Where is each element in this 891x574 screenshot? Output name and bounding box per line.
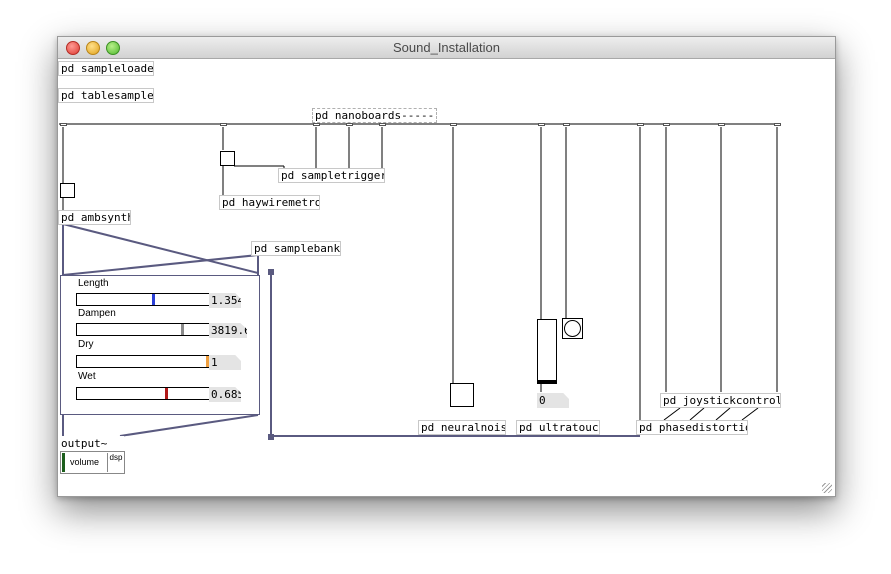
subpatch-samplebanks[interactable]: pd samplebanks [251, 241, 341, 256]
subpatch-sampletriggers[interactable]: pd sampletriggers [278, 168, 385, 183]
dsp-toggle[interactable]: dsp [108, 453, 124, 465]
ultratouch-vslider[interactable] [537, 319, 557, 384]
subpatch-sampleloader[interactable]: pd sampleloader [58, 61, 154, 76]
volume-label: volume [69, 457, 99, 467]
subpatch-haywiremetros[interactable]: pd haywiremetros [219, 195, 320, 210]
bus-outlet[interactable] [538, 123, 545, 126]
minimize-window-icon[interactable] [86, 41, 100, 55]
dry-number[interactable]: 1 [209, 355, 241, 370]
window-title: Sound_Installation [393, 40, 500, 55]
ultratouch-number[interactable]: 0 [537, 393, 569, 408]
bus-outlet[interactable] [379, 123, 386, 126]
bus-outlet[interactable] [346, 123, 353, 126]
bus-outlet[interactable] [718, 123, 725, 126]
length-slider-knob[interactable] [152, 294, 155, 305]
dampen-label: Dampen [78, 308, 116, 319]
wet-label: Wet [78, 371, 96, 382]
subpatch-neuralnoise[interactable]: pd neuralnoise [418, 420, 506, 435]
dry-slider[interactable] [76, 355, 211, 368]
wet-slider-knob[interactable] [165, 388, 168, 399]
zoom-window-icon[interactable] [106, 41, 120, 55]
close-window-icon[interactable] [66, 41, 80, 55]
dry-slider-knob[interactable] [206, 356, 209, 367]
subpatch-ultratouch[interactable]: pd ultratouch [516, 420, 600, 435]
subpatch-tablesamples[interactable]: pd tablesamples [58, 88, 154, 103]
length-slider[interactable] [76, 293, 211, 306]
bus-outlet[interactable] [60, 123, 67, 126]
dampen-number[interactable]: 3819.6 [209, 323, 251, 338]
dampen-slider-knob[interactable] [181, 324, 184, 335]
subpatch-nanoboards[interactable]: pd nanoboards------- [312, 108, 437, 123]
subpatch-ambsynth[interactable]: pd ambsynth [58, 210, 131, 225]
toggle-box[interactable] [60, 183, 75, 198]
vslider-knob[interactable] [538, 380, 556, 383]
length-label: Length [78, 278, 109, 289]
bus-outlet[interactable] [774, 123, 781, 126]
titlebar[interactable]: Sound_Installation [58, 37, 835, 59]
toggle-box[interactable] [220, 151, 235, 166]
bang-circle-icon [564, 320, 581, 337]
resize-grip-icon[interactable] [822, 483, 832, 493]
bus-outlet[interactable] [637, 123, 644, 126]
subpatch-joystickcontrols[interactable]: pd joystickcontrols [660, 393, 781, 408]
volume-level [62, 453, 65, 472]
dry-label: Dry [78, 339, 94, 350]
dampen-slider[interactable] [76, 323, 211, 336]
length-number[interactable]: 1.354 [209, 293, 245, 308]
wet-slider[interactable] [76, 387, 211, 400]
bus-outlet[interactable] [450, 123, 457, 126]
bus-outlet[interactable] [220, 123, 227, 126]
bus-outlet[interactable] [563, 123, 570, 126]
subpatch-phasedistortion[interactable]: pd phasedistortion [636, 420, 748, 435]
volume-slider[interactable]: volume [62, 453, 108, 472]
bus-outlet[interactable] [663, 123, 670, 126]
bus-outlet[interactable] [313, 123, 320, 126]
output-object[interactable]: output~ [58, 436, 124, 451]
neuralnoise-bang[interactable] [450, 383, 474, 407]
dsp-label: dsp [109, 453, 123, 462]
ultratouch-bang[interactable] [562, 318, 583, 339]
output-panel: volume dsp [60, 451, 125, 474]
wet-number[interactable]: 0.685 [209, 387, 245, 402]
